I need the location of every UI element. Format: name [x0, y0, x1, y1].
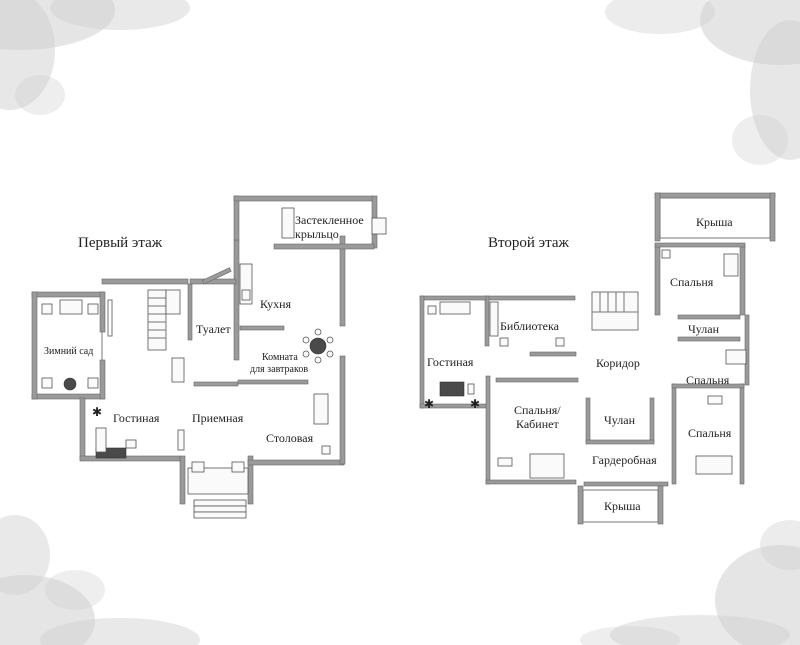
room-bedroom-study-line-2: Кабинет: [516, 417, 559, 431]
svg-text:✱: ✱: [424, 397, 434, 411]
room-winter-garden: Зимний сад: [44, 346, 93, 357]
room-glazed-porch-line-2: крыльцо: [295, 227, 339, 241]
room-toilet: Туалет: [196, 322, 231, 336]
svg-text:✱: ✱: [92, 405, 102, 419]
corner-cloud-bottom-right: [580, 520, 800, 645]
room-bedroom-top: Спальня: [670, 275, 714, 289]
corner-cloud-bottom-left: [0, 515, 200, 645]
corner-cloud-top-left: [0, 0, 190, 115]
second-floor-title: Второй этаж: [488, 235, 569, 251]
stairs-first-floor: [147, 289, 181, 351]
room-bedroom-study-line-1: Спальня/: [514, 403, 561, 417]
room-kitchen: Кухня: [260, 297, 292, 311]
room-closet-mid: Чулан: [604, 413, 636, 427]
room-living-room-2: Гостиная: [427, 355, 474, 369]
svg-text:✱: ✱: [470, 397, 480, 411]
room-glazed-porch-line-1: Застекленное: [295, 213, 364, 227]
room-living-room-1: Гостиная: [113, 411, 160, 425]
room-bedroom-right: Спальня: [688, 426, 732, 440]
second-floor-plan: ✱ ✱: [419, 192, 776, 525]
room-corridor: Коридор: [596, 356, 640, 370]
corner-cloud-top-right: [605, 0, 800, 165]
room-breakfast-line-1: Комната: [262, 352, 298, 363]
room-roof-top: Крыша: [696, 215, 733, 229]
room-library: Библиотека: [500, 319, 560, 333]
stairs-second-floor: [591, 291, 639, 331]
room-reception: Приемная: [192, 411, 244, 425]
room-dining: Столовая: [266, 431, 314, 445]
room-wardrobe: Гардеробная: [592, 453, 657, 467]
room-closet-top: Чулан: [688, 322, 720, 336]
first-floor-title: Первый этаж: [78, 235, 163, 251]
room-breakfast-line-2: для завтраков: [250, 364, 308, 375]
room-bedroom-mid: Спальня: [686, 373, 730, 387]
first-floor-plan: ✱: [31, 195, 387, 519]
room-roof-bottom: Крыша: [604, 499, 641, 513]
